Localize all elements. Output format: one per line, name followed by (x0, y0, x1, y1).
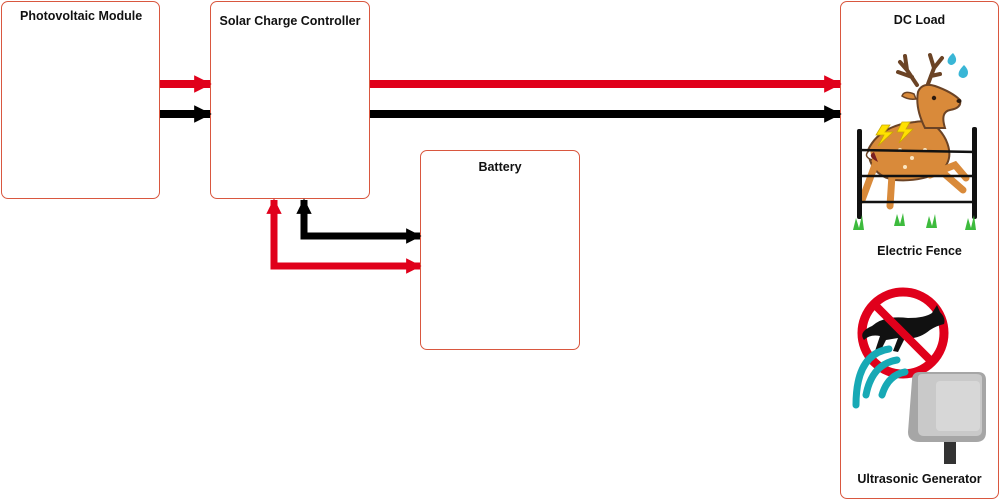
photovoltaic-module-block: Photovoltaic Module (1, 1, 160, 199)
battery-negative-wire (300, 222, 422, 244)
electric-fence-icon (856, 127, 978, 219)
electric-fence-label: Electric Fence (877, 244, 962, 258)
solar-charge-controller-block: Solar Charge Controller (210, 1, 370, 199)
grass-icon (853, 213, 976, 230)
photovoltaic-module-label: Photovoltaic Module (20, 9, 143, 23)
sweat-drop-icon (947, 53, 968, 78)
dc-load-label: DC Load (893, 13, 946, 27)
prohibition-icon (857, 287, 949, 379)
solar-charge-controller-label: Solar Charge Controller (219, 14, 361, 28)
battery-label: Battery (478, 160, 522, 174)
battery-block: Battery (420, 150, 580, 350)
battery-positive-wire (270, 222, 422, 274)
ultrasonic-device-icon (908, 372, 986, 464)
sound-wave-icon (852, 345, 909, 409)
lightning-icon (875, 121, 914, 147)
ultrasonic-generator-label: Ultrasonic Generator (857, 472, 982, 486)
